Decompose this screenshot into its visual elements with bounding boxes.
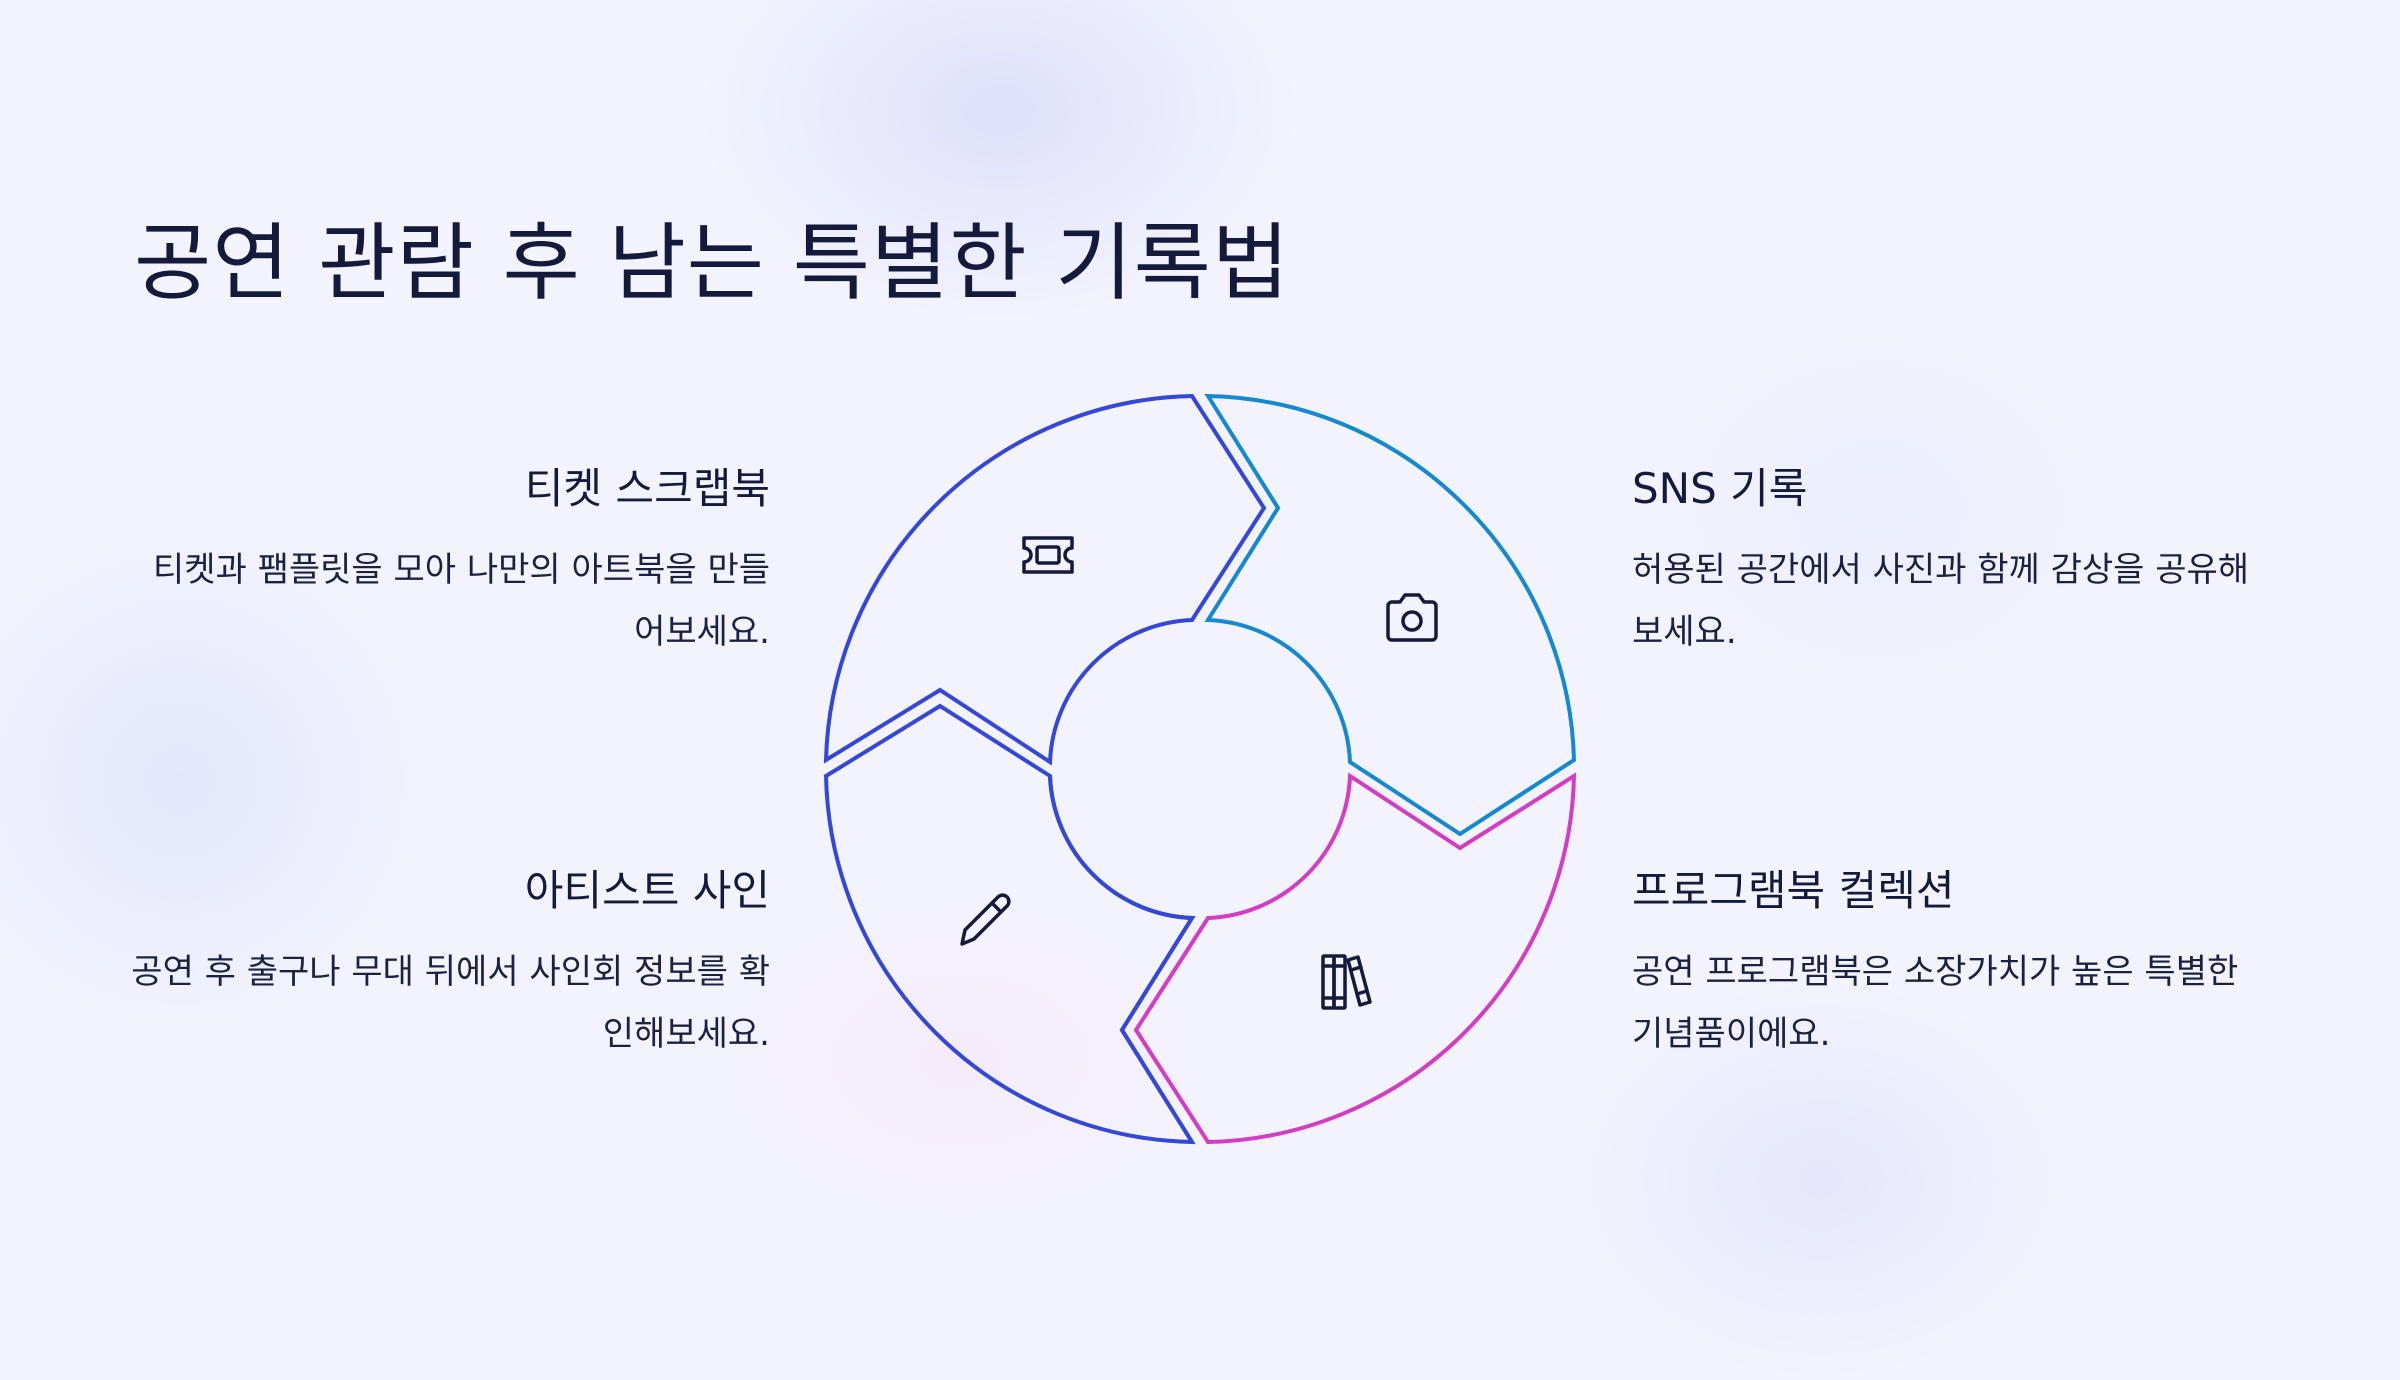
item-description: 허용된 공간에서 사진과 함께 감상을 공유해보세요. (1632, 549, 2250, 652)
segment-program (1133, 772, 1577, 1145)
segment-ticket (823, 393, 1267, 766)
cycle-diagram (823, 393, 1577, 1145)
item-program-collection: 프로그램북 컬렉션 공연 프로그램북은 소장가치가 높은 특별한 기념품이에요. (1632, 864, 2252, 1065)
books-icon (1321, 954, 1372, 1010)
segment-sns (1204, 393, 1577, 837)
segment-sign (823, 703, 1196, 1145)
ticket-icon (1022, 536, 1074, 574)
item-heading: 아티스트 사인 (524, 866, 770, 915)
item-description: 티켓과 팸플릿을 모아 나만의 아트북을 만들어보세요. (152, 549, 770, 652)
segment-sign-inner-edge (1048, 775, 1196, 1144)
item-description: 공연 후 출구나 무대 뒤에서 사인회 정보를 확인해보세요. (131, 951, 770, 1054)
item-sns-record: SNS 기록 허용된 공간에서 사진과 함께 감상을 공유해보세요. (1632, 462, 2252, 663)
item-heading: SNS 기록 (1632, 464, 1808, 513)
camera-icon (1386, 593, 1438, 642)
pencil-icon (960, 893, 1011, 946)
item-ticket-scrapbook: 티켓 스크랩북 티켓과 팸플릿을 모아 나만의 아트북을 만들어보세요. (130, 462, 770, 663)
item-heading: 티켓 스크랩북 (524, 464, 770, 513)
item-artist-sign: 아티스트 사인 공연 후 출구나 무대 뒤에서 사인회 정보를 확인해보세요. (130, 864, 770, 1065)
page-title: 공연 관람 후 남는 특별한 기록법 (134, 214, 1291, 312)
item-heading: 프로그램북 컬렉션 (1632, 866, 1955, 915)
item-description: 공연 프로그램북은 소장가치가 높은 특별한 기념품이에요. (1632, 951, 2239, 1054)
